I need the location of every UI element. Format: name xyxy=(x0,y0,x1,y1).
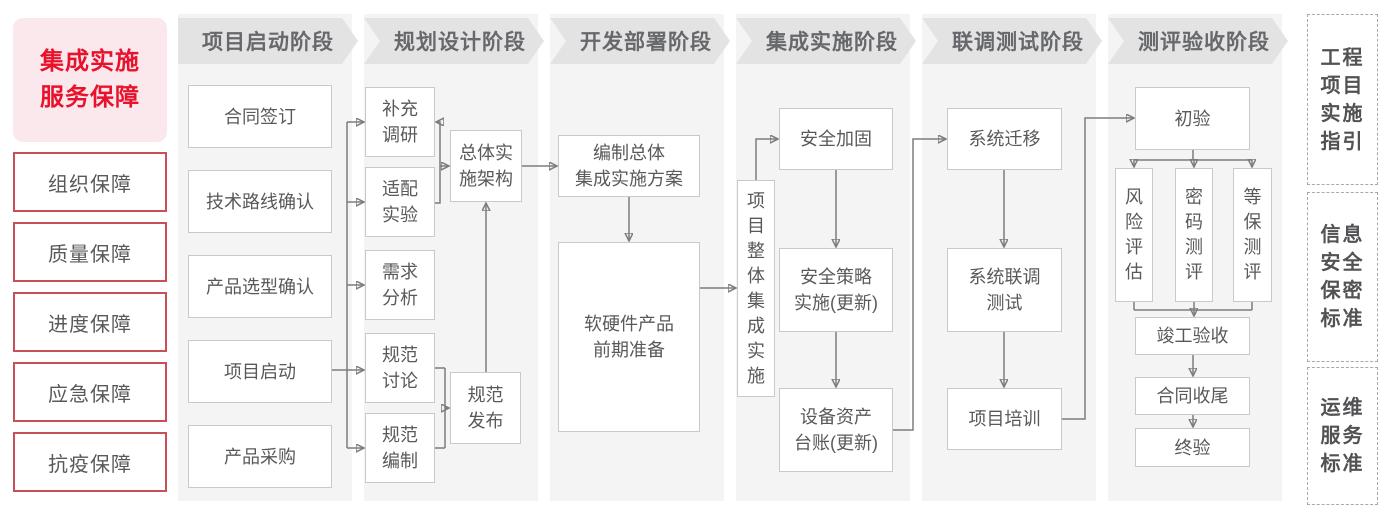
standard-box-om-service: 运维 服务 标准 xyxy=(1307,367,1378,505)
box-crypto-evaluation: 密 码 测 评 xyxy=(1175,168,1213,302)
box-classified-protection-eval: 等 保 测 评 xyxy=(1233,168,1272,302)
standard-box-project-implementation-guide: 工程 项目 实施 指引 xyxy=(1307,14,1378,185)
box-product-selection-confirm: 产品选型确认 xyxy=(188,255,332,318)
box-completion-acceptance: 竣工验收 xyxy=(1135,317,1250,355)
box-requirement-analysis: 需求 分析 xyxy=(365,250,435,320)
sidebar-item-epidemic-guarantee: 抗疫保障 xyxy=(13,432,167,492)
box-asset-ledger-update: 设备资产 台账(更新) xyxy=(779,388,893,472)
box-joint-debugging-test: 系统联调 测试 xyxy=(947,248,1062,332)
box-project-kickoff: 项目启动 xyxy=(188,340,332,403)
box-final-acceptance: 终验 xyxy=(1135,428,1250,467)
phase-header-project-initiation: 项目启动阶段 xyxy=(178,18,358,64)
sidebar-item-schedule-guarantee: 进度保障 xyxy=(13,292,167,352)
phase-header-planning-design: 规划设计阶段 xyxy=(364,18,544,64)
box-spec-drafting: 规范 编制 xyxy=(365,413,435,483)
box-system-migration: 系统迁移 xyxy=(947,108,1062,170)
box-risk-assessment: 风 险 评 估 xyxy=(1115,168,1153,302)
phase-header-integration-impl: 集成实施阶段 xyxy=(736,18,916,64)
sidebar-item-quality-guarantee: 质量保障 xyxy=(13,222,167,282)
box-spec-release: 规范 发布 xyxy=(450,372,521,444)
box-spec-discussion: 规范 讨论 xyxy=(365,333,435,403)
box-supplementary-research: 补充 调研 xyxy=(365,87,435,157)
sidebar-item-emergency-guarantee: 应急保障 xyxy=(13,362,167,422)
box-hw-sw-preparation: 软硬件产品 前期准备 xyxy=(558,242,700,432)
phase-header-dev-deployment: 开发部署阶段 xyxy=(550,18,730,64)
phase-header-eval-acceptance: 测评验收阶段 xyxy=(1108,18,1288,64)
sidebar-title: 集成实施 服务保障 xyxy=(13,18,167,142)
sidebar-item-organization-guarantee: 组织保障 xyxy=(13,152,167,212)
box-overall-integration-plan: 编制总体 集成实施方案 xyxy=(558,135,700,197)
box-security-policy-impl: 安全策略 实施(更新) xyxy=(779,248,893,332)
box-overall-impl-architecture: 总体实 施架构 xyxy=(450,130,522,202)
box-contract-signing: 合同签订 xyxy=(188,85,332,148)
box-tech-route-confirm: 技术路线确认 xyxy=(188,170,332,233)
box-contract-closure: 合同收尾 xyxy=(1135,377,1250,415)
box-product-procurement: 产品采购 xyxy=(188,425,332,488)
box-security-hardening: 安全加固 xyxy=(779,108,893,170)
standard-box-infosec-confidentiality: 信息 安全 保密 标准 xyxy=(1307,192,1378,362)
box-overall-integration-impl: 项 目 整 体 集 成 实 施 xyxy=(737,180,775,397)
box-adaptation-test: 适配 实验 xyxy=(365,167,435,237)
box-project-training: 项目培训 xyxy=(947,388,1062,450)
box-initial-acceptance: 初验 xyxy=(1135,87,1250,150)
phase-header-joint-testing: 联调测试阶段 xyxy=(922,18,1102,64)
